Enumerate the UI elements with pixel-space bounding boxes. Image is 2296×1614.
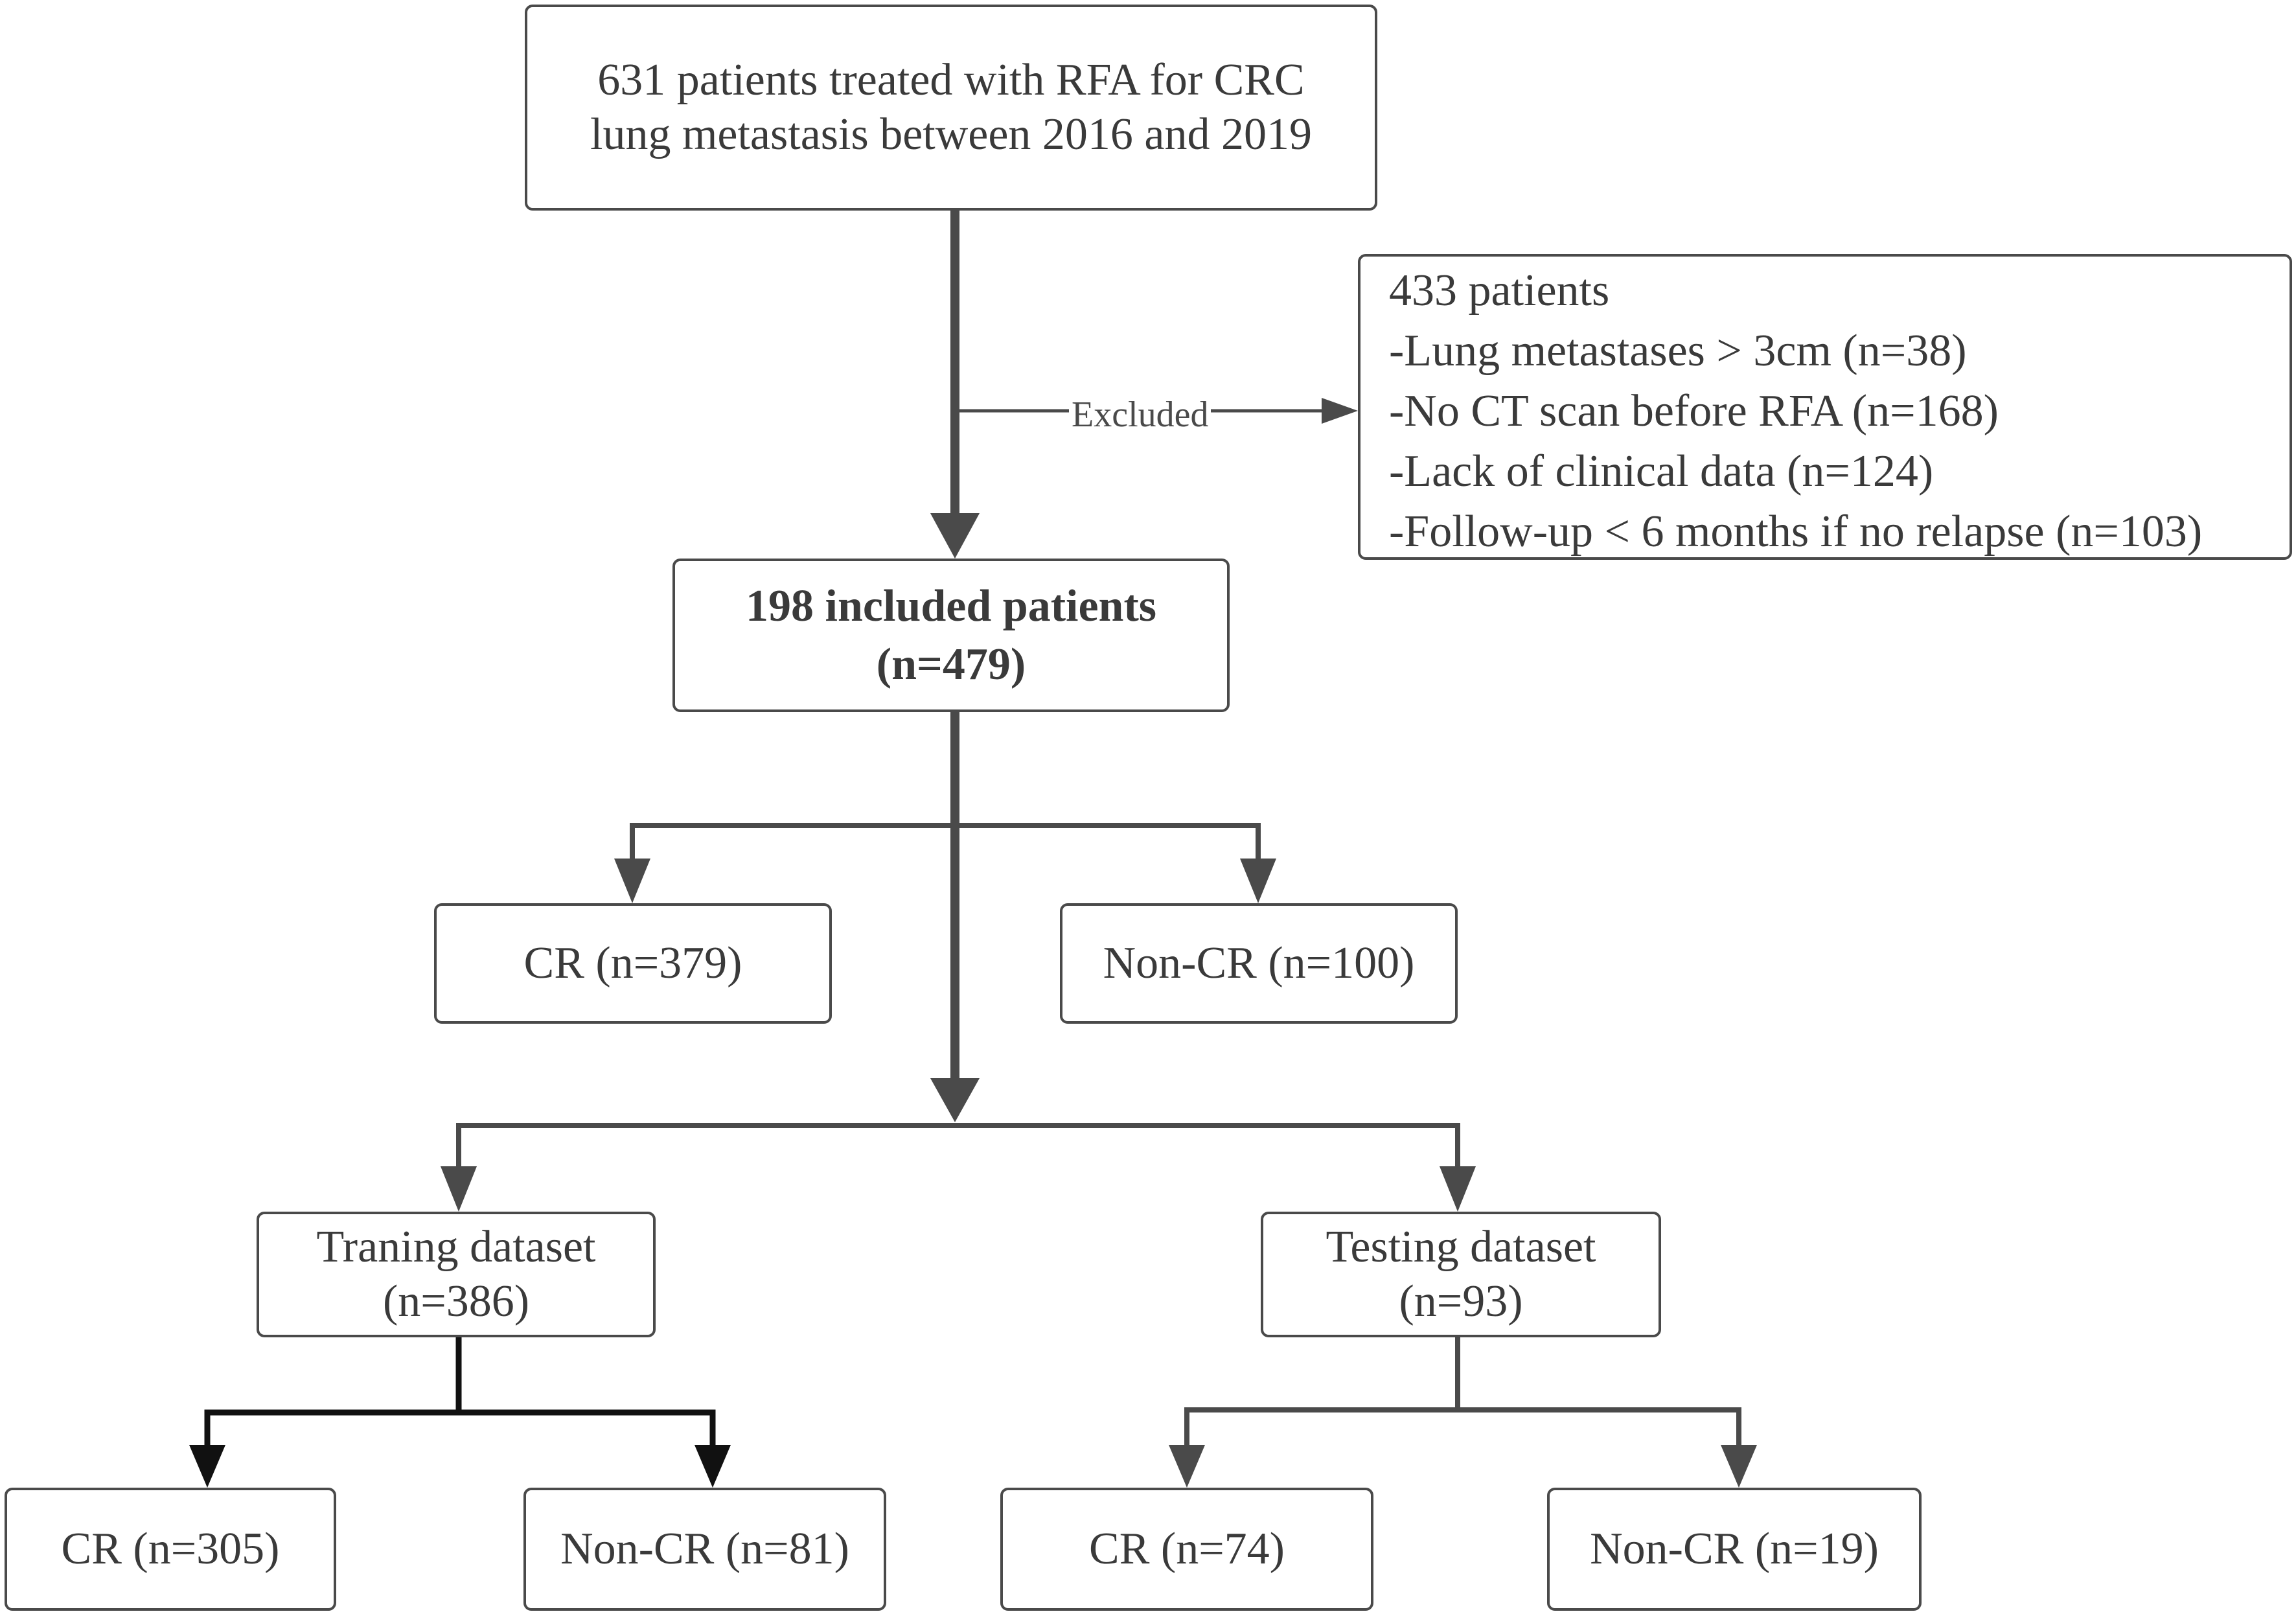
training-split-line-right — [459, 1409, 716, 1447]
testing-noncr-box: Non-CR (n=19) — [1547, 1488, 1922, 1611]
testing-line-1: Testing dataset — [1326, 1222, 1596, 1272]
overall-cr-box: CR (n=379) — [434, 903, 832, 1024]
start-line-2: lung metastasis between 2016 and 2019 — [590, 110, 1312, 159]
main-trunk-arrow — [930, 513, 980, 559]
excluded-label: Excluded — [1069, 394, 1211, 435]
testing-dataset-box: Testing dataset (n=93) — [1261, 1212, 1661, 1337]
testing-noncr-label: Non-CR (n=19) — [1590, 1524, 1879, 1574]
training-arrow — [441, 1166, 477, 1212]
excluded-reason: -Lung metastases > 3cm (n=38) — [1389, 326, 1967, 376]
training-cr-box: CR (n=305) — [5, 1488, 336, 1611]
training-cr-arrow — [189, 1445, 225, 1488]
testing-line-2: (n=93) — [1399, 1276, 1523, 1326]
included-line-1: 198 included patients — [746, 581, 1156, 631]
overall-noncr-box: Non-CR (n=100) — [1060, 903, 1458, 1024]
excluded-reason: -No CT scan before RFA (n=168) — [1389, 386, 1999, 436]
overall-noncr-label: Non-CR (n=100) — [1103, 938, 1415, 988]
overall-cr-arrow — [614, 859, 650, 903]
start-box: 631 patients treated with RFA for CRC lu… — [525, 5, 1377, 211]
dataset-split-line — [456, 1123, 1460, 1170]
testing-split-line-right — [1458, 1407, 1741, 1447]
testing-arrow — [1440, 1166, 1476, 1212]
start-line-1: 631 patients treated with RFA for CRC — [597, 55, 1305, 105]
training-noncr-arrow — [695, 1445, 731, 1488]
included-trunk-arrow — [930, 1078, 980, 1122]
testing-cr-arrow — [1169, 1445, 1205, 1488]
testing-cr-label: CR (n=74) — [1089, 1524, 1285, 1574]
testing-split-line — [1184, 1337, 1460, 1447]
testing-cr-box: CR (n=74) — [1000, 1488, 1373, 1611]
testing-noncr-arrow — [1721, 1445, 1757, 1488]
training-noncr-box: Non-CR (n=81) — [523, 1488, 886, 1611]
training-noncr-label: Non-CR (n=81) — [560, 1524, 849, 1574]
training-dataset-box: Traning dataset (n=386) — [257, 1212, 656, 1337]
training-split-line — [204, 1337, 462, 1447]
excluded-header: 433 patients — [1389, 266, 1610, 316]
training-line-1: Traning dataset — [316, 1222, 596, 1272]
included-line-2: (n=479) — [876, 639, 1026, 689]
training-line-2: (n=386) — [382, 1276, 530, 1326]
overall-cr-label: CR (n=379) — [523, 938, 742, 988]
overall-noncr-arrow — [1240, 859, 1276, 903]
included-box: 198 included patients (n=479) — [672, 559, 1230, 712]
overall-split-line — [630, 823, 1261, 862]
excluded-reason: -Follow-up < 6 months if no relapse (n=1… — [1389, 507, 2203, 557]
excluded-box: 433 patients -Lung metastases > 3cm (n=3… — [1358, 254, 2292, 560]
excluded-branch-arrow — [1322, 398, 1358, 424]
training-cr-label: CR (n=305) — [61, 1524, 280, 1574]
excluded-reason: -Lack of clinical data (n=124) — [1389, 446, 1934, 496]
